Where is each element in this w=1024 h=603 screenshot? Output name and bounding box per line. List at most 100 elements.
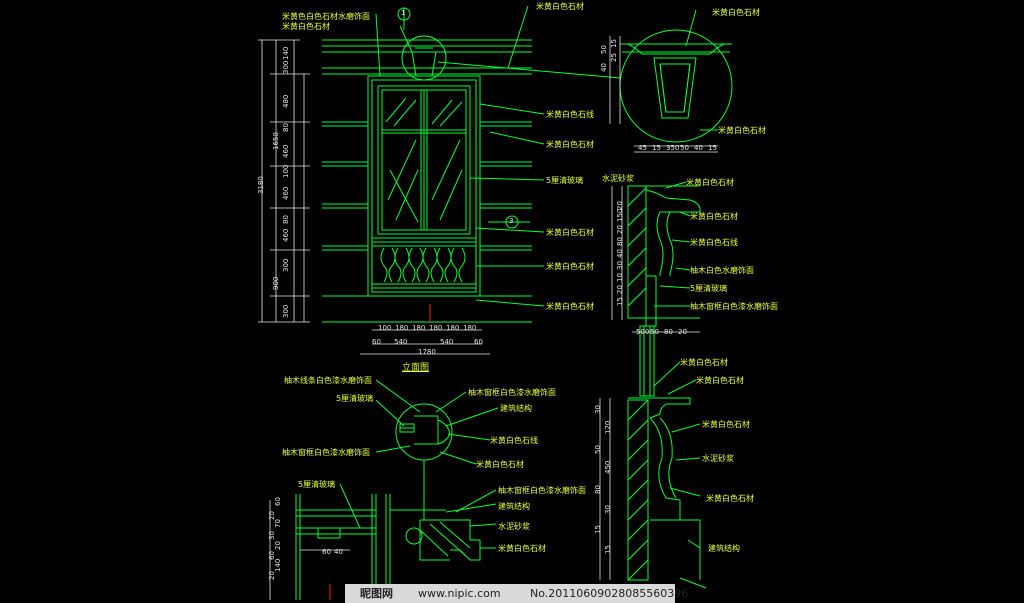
dim-sec-low-3: 450 [604,460,612,474]
dim-det2-left-1: 30 [268,531,276,540]
dim-bottom-a-1: 180 [395,324,409,332]
watermark-bar [345,584,675,603]
dim-bottom-a-2: 180 [412,324,426,332]
dim-detail-bottom-5: 15 [708,144,717,152]
dim-sec-left-2: 20 [616,225,624,234]
label-stone-l: 米黄白色石材 [696,376,744,385]
drawing-title: 立面图 [402,363,430,373]
dim-bottom-total: 1780 [418,348,436,356]
label-stone-j: 米黄白色石材 [690,212,738,221]
dim-detail-bottom-0: 45 [638,144,647,152]
watermark-number: No.20110609028085560396 [530,587,689,600]
label-mortar-c: 水泥砂浆 [498,522,530,531]
dim-bottom-a-4: 180 [446,324,460,332]
dim-sec-mid-3: 20 [678,328,687,336]
dim-sec-left-5: 30 [616,261,624,270]
label-stone-a: 米黄白色石材 [282,22,330,31]
dim-left-total-2: 900 [272,276,280,290]
label-glass-a: 5厘清玻璃 [546,176,584,185]
label-stone-p: 米黄白色石材 [498,544,546,553]
label-stone-e: 米黄白色石材 [546,228,594,237]
dim-det2-v-1: 70 [274,519,282,528]
dim-sec-left-7: 20 [616,285,624,294]
label-stone-f: 米黄白色石材 [546,262,594,271]
dim-bottom-a-5: 180 [463,324,477,332]
dim-sec-mid-1: 50 [650,328,659,336]
dim-detail-top-0: 40 [600,63,608,72]
dim-sec-left-1: 150 [616,208,624,222]
dim-detail-bottom-2: 350 [666,144,680,152]
label-glass-c: 5厘清玻璃 [336,394,374,403]
dim-det2-mid-0: 60 [322,548,331,556]
dim-left-4: 460 [282,144,290,158]
label-stone-m: 米黄白色石材 [702,420,750,429]
label-stone-n: 米黄白色石材 [706,494,754,503]
dim-bottom-b-3: 60 [474,338,483,346]
dim-sec-left-3: 80 [616,237,624,246]
label-stone-g: 米黄白色石材 [546,302,594,311]
dim-detail-bottom-4: 40 [694,144,703,152]
dim-left-5: 100 [282,164,290,178]
dim-bottom-b-1: 540 [394,338,408,346]
label-teak-finish: 柚木白色水磨饰面 [690,266,754,275]
dim-sec-left-4: 40 [616,249,624,258]
dim-sec-low-6: 15 [594,525,602,534]
label-structure-c: 建筑结构 [498,502,530,511]
dim-sec-low-4: 80 [594,485,602,494]
label-teak-line: 柚木线条白色漆水磨饰面 [284,376,372,385]
label-teak-frame-a: 柚木窗框白色漆水磨饰面 [690,302,778,311]
dim-det2-v-2: 20 [274,541,282,550]
dim-left-0: 140 [282,46,290,60]
section-marker-top: 1 [401,9,406,17]
label-teak-frame-b: 柚木窗框白色漆水磨饰面 [468,388,556,397]
dim-left-9: 300 [282,258,290,272]
label-glass-d: 5厘清玻璃 [298,480,336,489]
dim-bottom-b-2: 540 [440,338,454,346]
dim-sec-left-6: 10 [616,273,624,282]
label-structure-b: 建筑结构 [500,404,532,413]
dim-det2-v-0: 60 [274,497,282,506]
watermark-site: www.nipic.com [418,587,501,600]
label-sash-finish: 米黄色白色石材水磨饰面 [282,12,370,21]
dim-bottom-b-0: 60 [372,338,381,346]
dim-left-10: 300 [282,304,290,318]
label-stone-b: 米黄白色石材 [536,2,584,11]
dim-detail-top-2: 50 [600,45,608,54]
dim-detail-top-3: 15 [610,39,618,48]
dim-sec-mid-2: 80 [664,328,673,336]
dim-left-1: 300 [282,60,290,74]
dim-left-total-0: 3180 [257,176,265,194]
label-stone-i: 米黄白色石材 [686,178,734,187]
label-stone-k: 米黄白色石材 [680,358,728,367]
dim-left-2: 480 [282,94,290,108]
label-stone-c: 米黄白色石材 [712,8,760,17]
dim-det2-mid-1: 40 [334,548,343,556]
dim-sec-low-1: 120 [604,420,612,434]
dim-left-total-1: 1650 [272,132,280,150]
dim-detail-bottom-3: 50 [680,144,689,152]
dim-detail-top-1: 25 [610,53,618,62]
dim-sec-low-0: 30 [594,405,602,414]
label-stone-d: 米黄白色石材 [546,140,594,149]
dim-sec-low-7: 15 [604,545,612,554]
dim-sec-low-2: 50 [594,445,602,454]
dim-left-3: 80 [282,123,290,132]
label-stone-h: 米黄白色石材 [718,126,766,135]
dim-det2-v-3: 140 [274,558,282,572]
dim-sec-left-8: 15 [616,297,624,306]
section-marker-side: 3 [509,217,514,225]
label-teak-frame-d: 柚木窗框白色漆水磨饰面 [498,486,586,495]
dim-sec-mid-0: 500 [636,328,650,336]
watermark-brand: 昵图网 [360,587,393,600]
label-stone-line-a: 米黄白色石线 [546,110,594,119]
label-structure-a: 建筑结构 [708,544,740,553]
dim-sec-low-5: 30 [604,505,612,514]
dim-left-8: 460 [282,228,290,242]
label-stone-line-c: 米黄白色石线 [490,436,538,445]
label-teak-frame-c: 柚木窗框白色漆水磨饰面 [282,448,370,457]
label-stone-o: 米黄白色石材 [476,460,524,469]
label-glass-b: 5厘清玻璃 [690,284,728,293]
dim-bottom-a-3: 180 [429,324,443,332]
